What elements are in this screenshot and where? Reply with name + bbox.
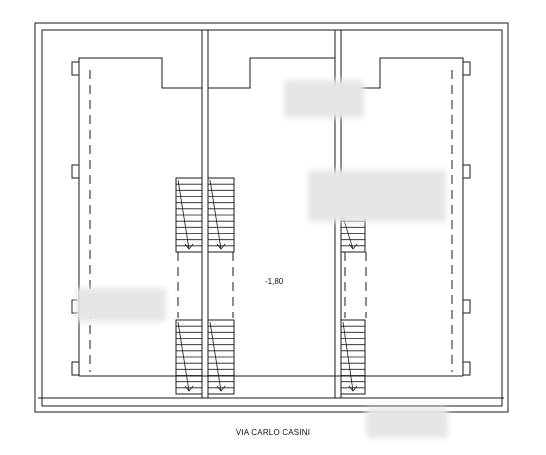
room-outline-center <box>208 57 335 89</box>
stair-walkline <box>342 321 354 392</box>
stair-arrow <box>348 385 358 392</box>
pillar <box>462 299 471 314</box>
pillar <box>71 61 80 76</box>
room-outline-left <box>78 57 202 376</box>
redacted-patch <box>308 170 446 222</box>
pillar <box>71 361 80 376</box>
elevation-label: -1,80 <box>265 277 284 286</box>
redacted-patch <box>366 408 448 438</box>
stair-walkline <box>209 321 222 392</box>
stair-treads <box>176 179 365 392</box>
redacted-patch <box>284 80 364 118</box>
pillar <box>71 164 80 179</box>
redacted-patch <box>76 288 166 322</box>
stair-arrow <box>184 385 194 392</box>
room-outline-right <box>341 57 464 376</box>
stair-walkline <box>177 179 190 250</box>
stair-walkline <box>342 216 354 250</box>
stair-arrow <box>184 243 194 250</box>
street-label: VIA CARLO CASINI <box>235 428 311 437</box>
stair-arrow <box>216 243 226 250</box>
stair-walkline <box>209 179 222 250</box>
outer-wall <box>34 22 509 413</box>
pillar <box>462 61 471 76</box>
stair-arrow <box>348 243 358 250</box>
outer-wall-inner <box>41 29 503 407</box>
pillar <box>462 164 471 179</box>
stair-arrow <box>216 385 226 392</box>
dashed-partitions <box>89 70 453 372</box>
stair-walkline <box>177 321 190 392</box>
pillar <box>462 361 471 376</box>
